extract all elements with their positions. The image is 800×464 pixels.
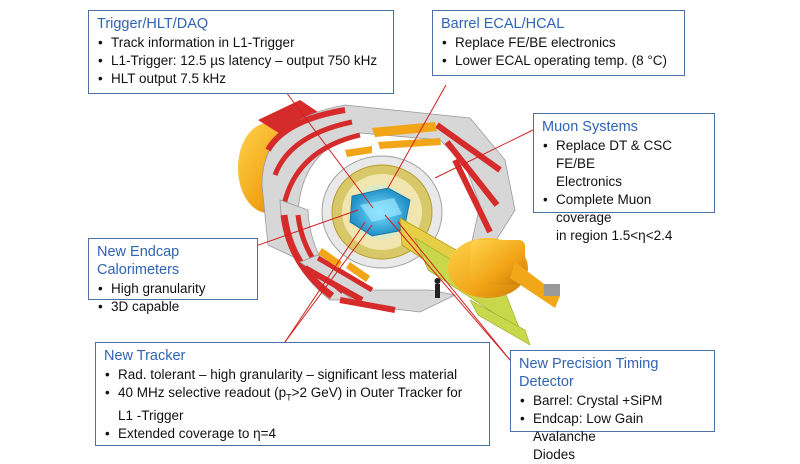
callout-new-precision-timing-detector: New Precision Timing Detector Barrel: Cr…	[510, 350, 715, 462]
callout-title: Trigger/HLT/DAQ	[97, 16, 209, 32]
list-item: L1-Trigger: 12.5 µs latency – output 750…	[97, 52, 385, 70]
list-item-continuation: L1 -Trigger	[118, 407, 184, 423]
cms-detector-illustration	[238, 84, 560, 361]
callout-title: New Endcap Calorimeters	[97, 244, 180, 278]
list-item-continuation: Diodes	[533, 447, 576, 462]
forward-structure	[399, 217, 560, 346]
list-item: Endcap: Low Gain Avalanche	[519, 410, 706, 446]
list-item: Track information in L1-Trigger	[97, 34, 385, 52]
list-item: Rad. tolerant – high granularity – signi…	[104, 366, 481, 384]
list-item: 40 MHz selective readout (pT>2 GeV) in O…	[104, 384, 481, 407]
readout-text: 40 MHz selective readout (p	[118, 385, 287, 400]
readout-text-rest: >2 GeV) in Outer Tracker for	[291, 385, 463, 400]
callout-new-endcap-calorimeters: New Endcap Calorimeters High granularity…	[88, 238, 258, 316]
callout-barrel-ecal-hcal: Barrel ECAL/HCAL Replace FE/BE electroni…	[432, 10, 685, 76]
callout-title: New Precision Timing Detector	[519, 356, 659, 390]
list-item: Lower ECAL operating temp. (8 °C)	[441, 52, 676, 70]
callout-title: New Tracker	[104, 348, 186, 364]
callout-title: Muon Systems	[542, 119, 638, 135]
leader-lines	[249, 84, 534, 361]
list-item: Complete Muon coverage	[542, 191, 706, 227]
list-item-continuation: in region 1.5<η<2.4	[556, 228, 673, 243]
list-item: Replace DT & CSC FE/BE	[542, 137, 706, 173]
list-item: Replace FE/BE electronics	[441, 34, 676, 52]
callout-new-tracker: New Tracker Rad. tolerant – high granula…	[95, 342, 490, 446]
list-item-continuation: Electronics	[556, 174, 623, 189]
list-item: High granularity	[97, 280, 249, 298]
list-item: HLT output 7.5 kHz	[97, 70, 385, 88]
callout-muon-systems: Muon Systems Replace DT & CSC FE/BE Elec…	[533, 113, 715, 243]
callout-trigger-hlt-daq: Trigger/HLT/DAQ Track information in L1-…	[88, 10, 394, 94]
readout-subscript: T	[286, 392, 292, 403]
callout-title: Barrel ECAL/HCAL	[441, 16, 565, 32]
list-item: 3D capable	[97, 298, 249, 316]
list-item: Barrel: Crystal +SiPM	[519, 392, 706, 410]
list-item: Extended coverage to η=4	[104, 425, 481, 443]
